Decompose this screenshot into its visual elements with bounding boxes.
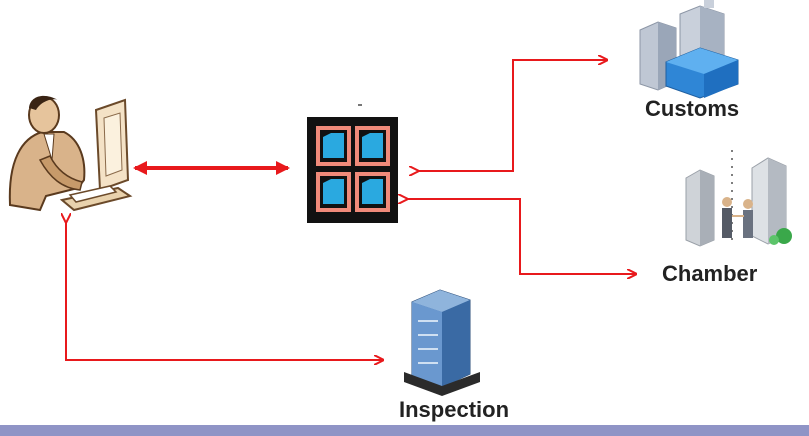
chamber-label: Chamber: [662, 261, 758, 286]
office-buildings-icon: [639, 0, 739, 99]
footer-bar: [0, 425, 809, 436]
handshake-office-icon: [685, 150, 792, 247]
inspection-label: Inspection: [399, 397, 510, 422]
customs-label: Customs: [645, 96, 740, 121]
person-at-computer-icon: [8, 95, 133, 212]
window-system-icon: [307, 104, 398, 223]
hub-chamber-connector: [407, 199, 636, 274]
hub-customs-connector: [418, 60, 607, 171]
user-inspection-connector: [66, 222, 383, 360]
office-tower-icon: [404, 289, 480, 396]
